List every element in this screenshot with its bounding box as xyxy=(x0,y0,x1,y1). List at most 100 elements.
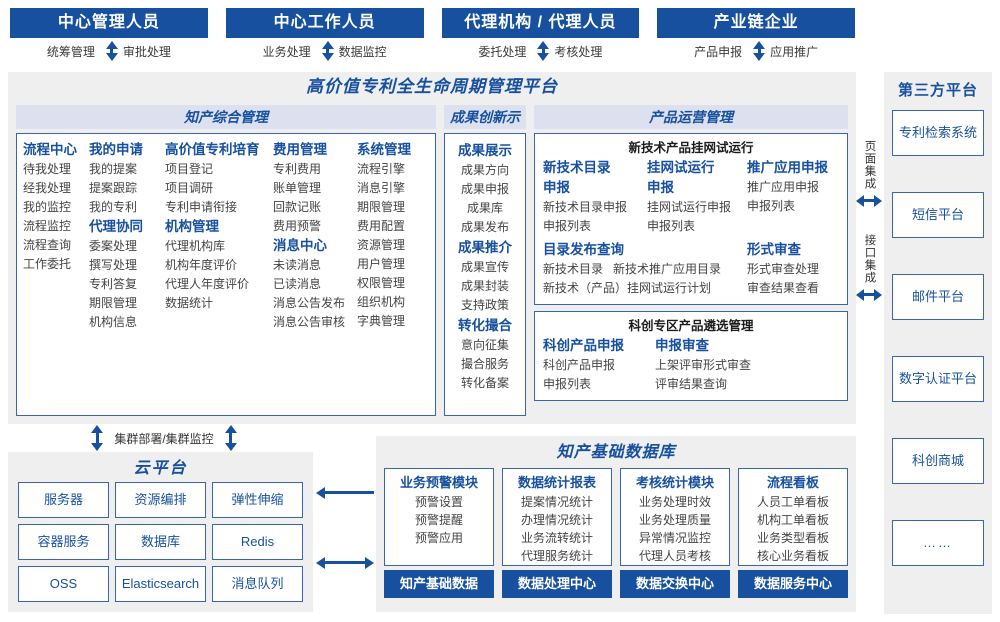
link-item[interactable]: 费用预警 xyxy=(273,219,322,233)
link-item[interactable]: 申报列表 xyxy=(543,377,592,391)
db-card-item[interactable]: 业务处理质量 xyxy=(638,513,711,527)
third-party-item-sms[interactable]: 短信平台 xyxy=(892,192,984,238)
link-item[interactable]: 回款记账 xyxy=(273,200,322,214)
link-item[interactable]: 转化备案 xyxy=(460,376,509,390)
db-card-item[interactable]: 业务类型看板 xyxy=(756,531,829,545)
link-item[interactable]: 待我处理 xyxy=(23,162,72,176)
link-item[interactable]: 代理机构库 xyxy=(165,239,226,253)
db-footer-basic-data[interactable]: 知产基础数据 xyxy=(384,570,494,598)
link-item[interactable]: 科创产品申报 xyxy=(543,358,616,372)
link-item[interactable]: 期限管理 xyxy=(357,200,406,214)
link-item[interactable]: 代理人年度评价 xyxy=(165,277,250,291)
cloud-cell-message-queue[interactable]: 消息队列 xyxy=(212,566,303,602)
link-item[interactable]: 我的专利 xyxy=(89,200,138,214)
cloud-cell-server[interactable]: 服务器 xyxy=(18,482,109,518)
cloud-cell-database[interactable]: 数据库 xyxy=(115,524,206,560)
link-item[interactable]: 申报列表 xyxy=(647,219,696,233)
link-item[interactable]: 组织机构 xyxy=(357,295,406,309)
third-party-item-patent-search[interactable]: 专利检索系统 xyxy=(892,110,984,156)
cloud-cell-redis[interactable]: Redis xyxy=(212,524,303,560)
link-item[interactable]: 评审结果查询 xyxy=(655,377,728,391)
link-item[interactable]: 消息引擎 xyxy=(357,181,406,195)
link-item[interactable]: 审查结果查看 xyxy=(747,281,820,295)
link-item[interactable]: 未读消息 xyxy=(273,258,322,272)
cloud-cell-elastic-scaling[interactable]: 弹性伸缩 xyxy=(212,482,303,518)
db-card-item[interactable]: 机构工单看板 xyxy=(756,513,829,527)
link-item[interactable]: 成果库 xyxy=(466,201,503,215)
link-item[interactable]: 申报列表 xyxy=(543,219,592,233)
link-item[interactable]: 流程监控 xyxy=(23,219,72,233)
link-item[interactable]: 成果发布 xyxy=(460,220,509,234)
double-arrow-vertical-icon xyxy=(534,41,550,61)
link-item[interactable]: 字典管理 xyxy=(357,314,406,328)
db-card-item[interactable]: 预警设置 xyxy=(414,495,463,509)
column-my-application: 我的申请 我的提案 提案跟踪 我的专利 代理协同 委案处理 撰写处理 专利答复 … xyxy=(89,140,165,411)
link-item[interactable]: 用户管理 xyxy=(357,257,406,271)
link-item[interactable]: 成果宣传 xyxy=(460,260,509,274)
link-item[interactable]: 专利答复 xyxy=(89,277,138,291)
link-item[interactable]: 意向征集 xyxy=(460,338,509,352)
link-item[interactable]: 项目登记 xyxy=(165,162,214,176)
db-footer-service-center[interactable]: 数据服务中心 xyxy=(738,570,848,598)
third-party-item-more[interactable]: …… xyxy=(892,520,984,566)
link-item[interactable]: 数据统计 xyxy=(165,296,214,310)
link-item[interactable]: 提案跟踪 xyxy=(89,181,138,195)
link-item[interactable]: 我的提案 xyxy=(89,162,138,176)
db-card-item[interactable]: 异常情况监控 xyxy=(638,531,711,545)
link-item[interactable]: 支持政策 xyxy=(460,298,509,312)
db-card-item[interactable]: 提案情况统计 xyxy=(520,495,593,509)
third-party-item-sci-tech-mall[interactable]: 科创商城 xyxy=(892,438,984,484)
link-item[interactable]: 申报列表 xyxy=(747,199,796,213)
link-item[interactable]: 成果方向 xyxy=(460,163,509,177)
link-item[interactable]: 消息公告发布 xyxy=(273,296,346,310)
link-item[interactable]: 项目调研 xyxy=(165,181,214,195)
cloud-cell-oss[interactable]: OSS xyxy=(18,566,109,602)
link-item[interactable]: 消息公告审核 xyxy=(273,315,346,329)
db-card-item[interactable]: 预警提醒 xyxy=(414,513,463,527)
link-item[interactable]: 期限管理 xyxy=(89,296,138,310)
db-footer-exchange-center[interactable]: 数据交换中心 xyxy=(620,570,730,598)
link-item[interactable]: 流程引擎 xyxy=(357,162,406,176)
db-footer-processing-center[interactable]: 数据处理中心 xyxy=(502,570,612,598)
double-arrow-horizontal-icon xyxy=(856,194,882,208)
db-card-item[interactable]: 业务流转统计 xyxy=(520,531,593,545)
link-item[interactable]: 成果封装 xyxy=(460,279,509,293)
link-item[interactable]: 工作委托 xyxy=(23,257,72,271)
db-card-item[interactable]: 预警应用 xyxy=(414,531,463,545)
link-item[interactable]: 机构信息 xyxy=(89,315,138,329)
db-card-item[interactable]: 业务处理时效 xyxy=(638,495,711,509)
link-item[interactable]: 新技术目录 xyxy=(543,262,604,276)
link-item[interactable]: 上架评审形式审查 xyxy=(655,358,752,372)
link-item[interactable]: 我的监控 xyxy=(23,200,72,214)
link-item[interactable]: 资源管理 xyxy=(357,238,406,252)
link-item[interactable]: 新技术推广应用目录 xyxy=(613,262,722,276)
link-item[interactable]: 专利申请衔接 xyxy=(165,200,238,214)
link-item[interactable]: 流程查询 xyxy=(23,238,72,252)
cloud-cell-elasticsearch[interactable]: Elasticsearch xyxy=(115,566,206,602)
link-item[interactable]: 机构年度评价 xyxy=(165,258,238,272)
link-item[interactable]: 成果申报 xyxy=(460,182,509,196)
db-card-item[interactable]: 办理情况统计 xyxy=(520,513,593,527)
link-item[interactable]: 费用配置 xyxy=(357,219,406,233)
link-item[interactable]: 新技术（产品）挂网试运行计划 xyxy=(543,281,712,295)
db-card-item[interactable]: 代理人员考核 xyxy=(638,549,711,563)
db-card-item[interactable]: 人员工单看板 xyxy=(756,495,829,509)
link-item[interactable]: 委案处理 xyxy=(89,239,138,253)
cloud-cell-resource-orchestration[interactable]: 资源编排 xyxy=(115,482,206,518)
link-item[interactable]: 撰写处理 xyxy=(89,258,138,272)
link-item[interactable]: 撮合服务 xyxy=(460,357,509,371)
third-party-item-digital-cert[interactable]: 数字认证平台 xyxy=(892,356,984,402)
link-item[interactable]: 账单管理 xyxy=(273,181,322,195)
link-item[interactable]: 已读消息 xyxy=(273,277,322,291)
link-item[interactable]: 专利费用 xyxy=(273,162,322,176)
link-item[interactable]: 经我处理 xyxy=(23,181,72,195)
link-item[interactable]: 推广应用申报 xyxy=(747,180,820,194)
link-item[interactable]: 权限管理 xyxy=(357,276,406,290)
link-item[interactable]: 形式审查处理 xyxy=(747,262,820,276)
cloud-cell-container-service[interactable]: 容器服务 xyxy=(18,524,109,560)
link-item[interactable]: 新技术目录申报 xyxy=(543,200,628,214)
link-item[interactable]: 挂网试运行申报 xyxy=(647,200,732,214)
third-party-item-email[interactable]: 邮件平台 xyxy=(892,274,984,320)
db-card-item[interactable]: 代理服务统计 xyxy=(520,549,593,563)
db-card-item[interactable]: 核心业务看板 xyxy=(756,549,829,563)
